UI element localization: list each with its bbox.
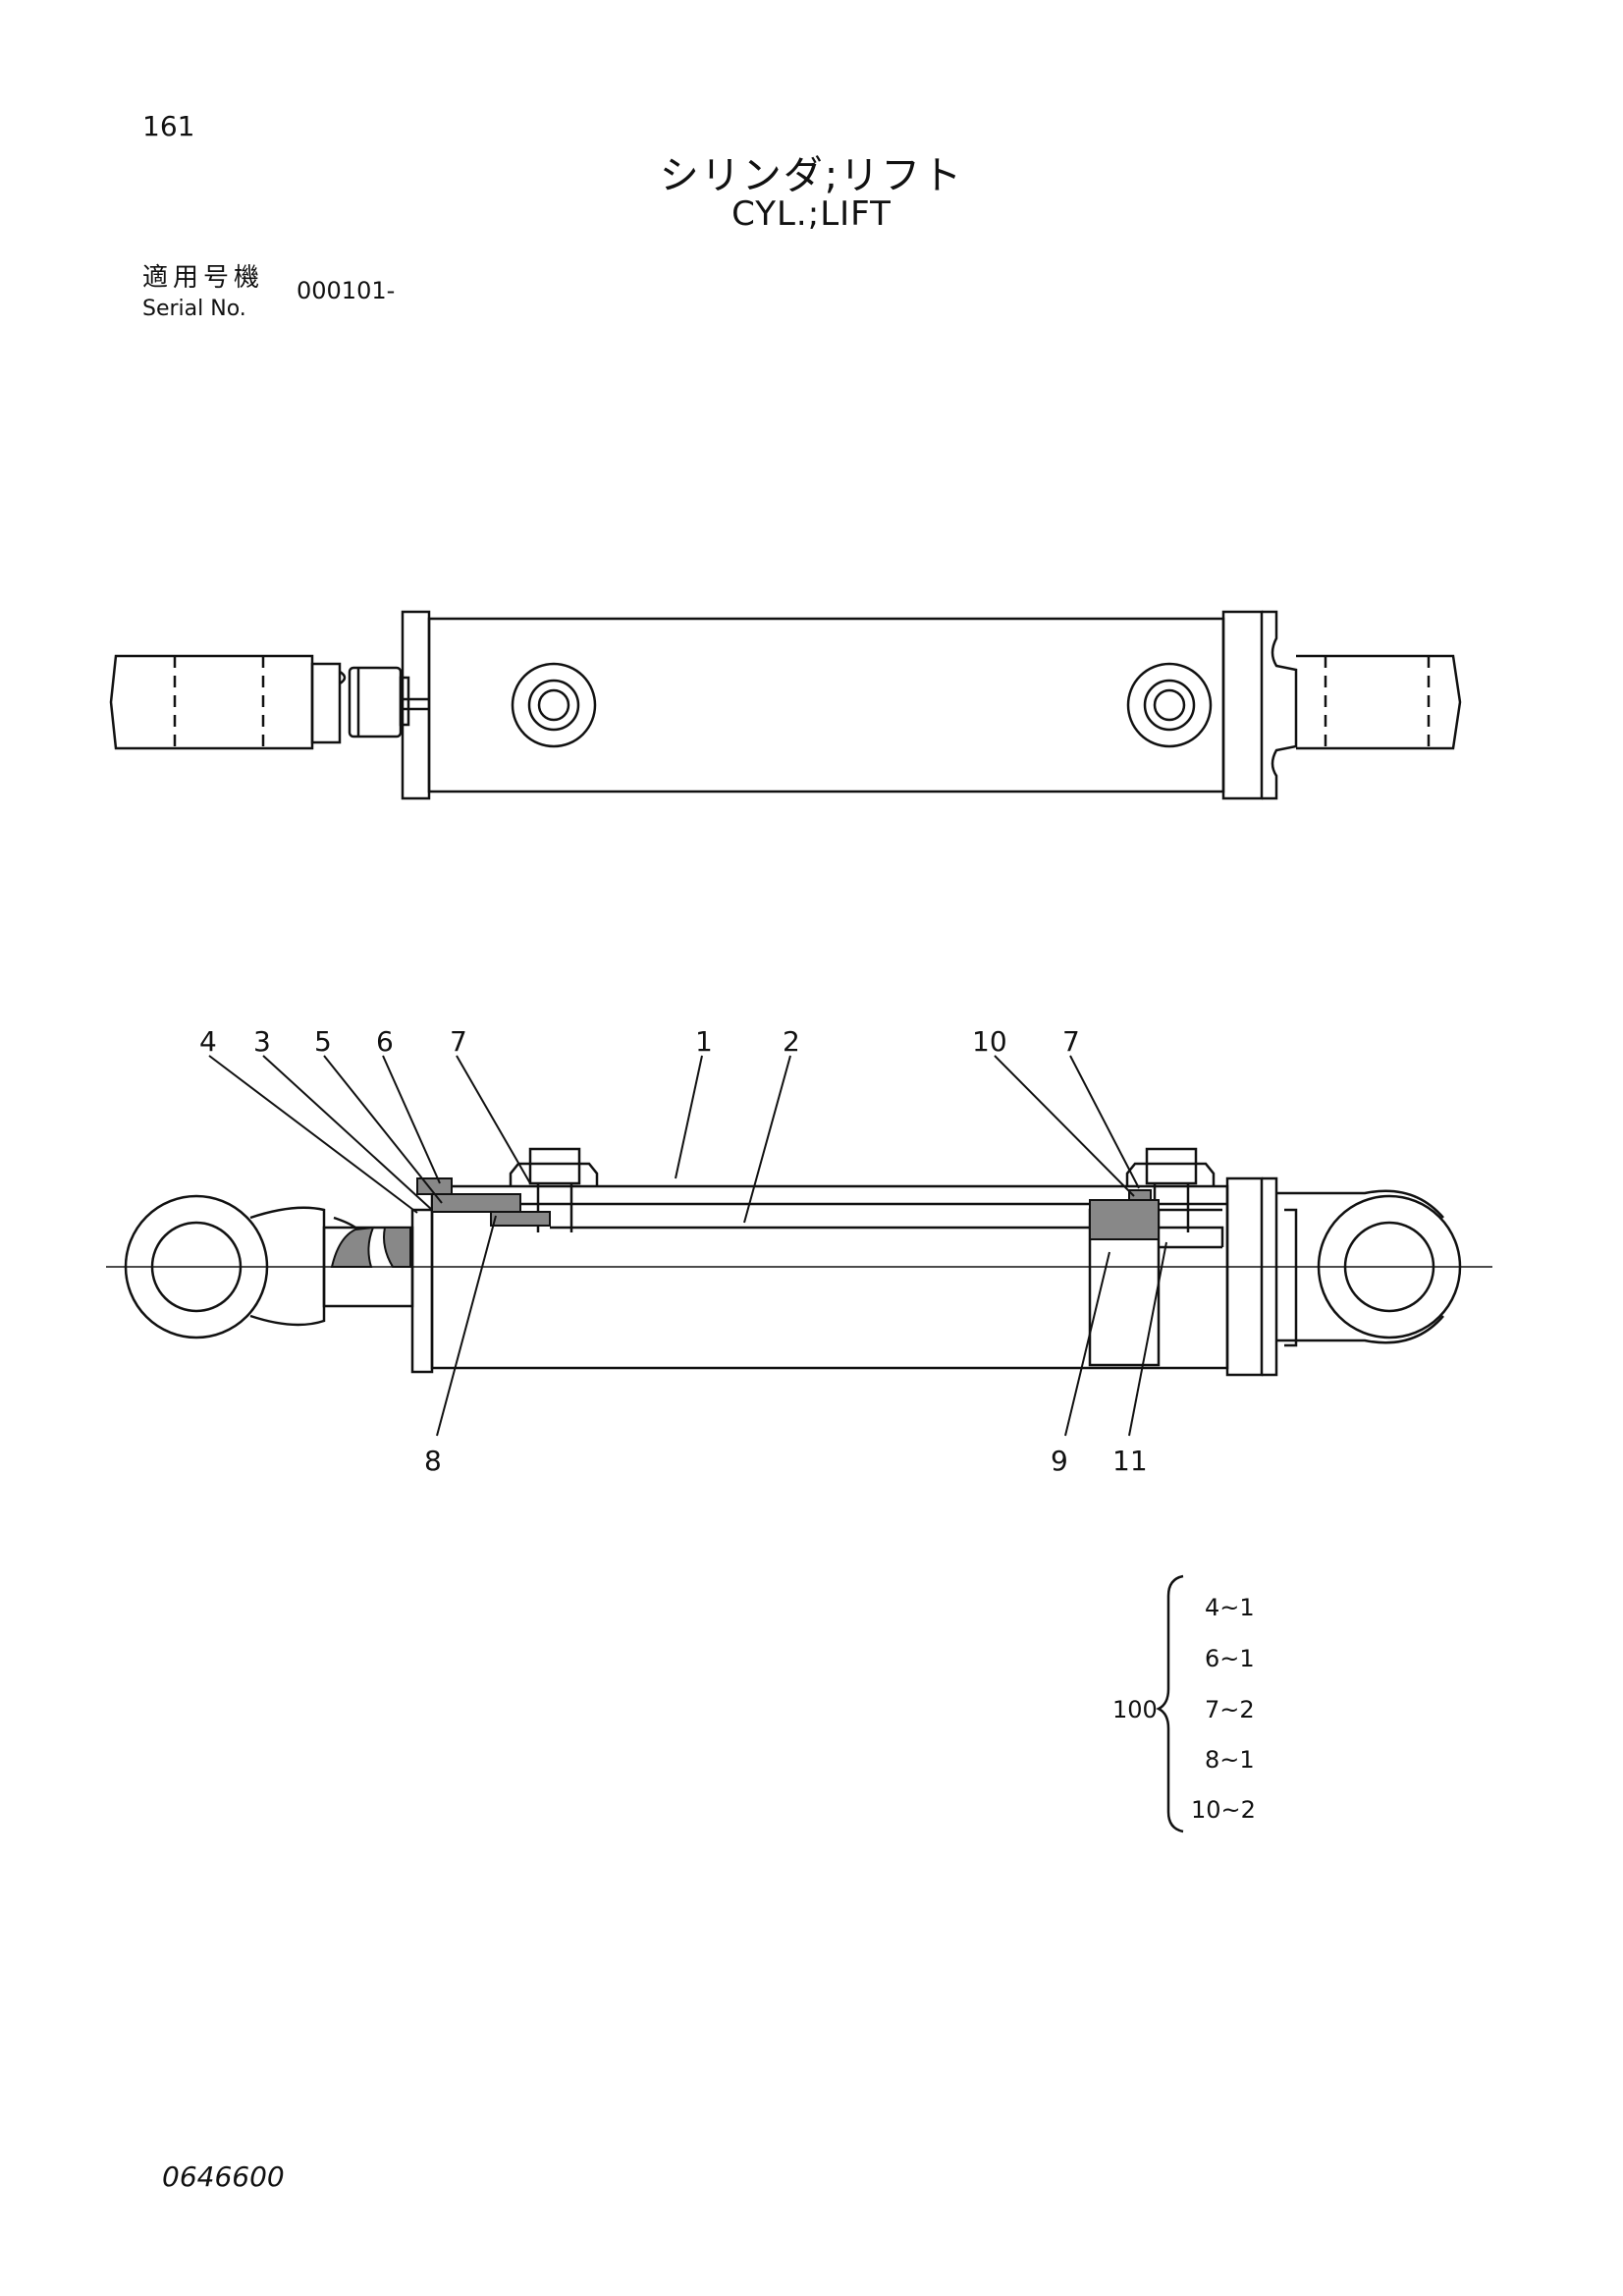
page-title-japanese: シリンダ;リフト (659, 153, 964, 198)
callout-7-left: 7 (450, 1025, 467, 1058)
serial-label-japanese: 適用号機 (142, 263, 265, 293)
kit-item: 8~1 (1205, 1746, 1255, 1774)
callout-9: 9 (1051, 1445, 1068, 1477)
kit-item: 6~1 (1205, 1645, 1255, 1672)
callout-6: 6 (376, 1025, 394, 1058)
callout-8: 8 (424, 1445, 442, 1477)
kit-item: 7~2 (1205, 1696, 1255, 1723)
kit-item: 4~1 (1205, 1594, 1255, 1621)
exterior-view (109, 610, 1462, 800)
callout-5: 5 (314, 1025, 332, 1058)
kit-item: 10~2 (1191, 1796, 1256, 1824)
drawing-number: 0646600 (162, 2160, 285, 2193)
callout-2: 2 (783, 1025, 800, 1058)
kit-number: 100 (1112, 1696, 1158, 1723)
page-number: 161 (142, 110, 195, 142)
callout-10: 10 (972, 1025, 1007, 1058)
callout-11: 11 (1112, 1445, 1148, 1477)
callout-3: 3 (253, 1025, 271, 1058)
seal-kit-group: 100 4~1 6~1 7~2 8~1 10~2 (1112, 1574, 1256, 1833)
callout-4: 4 (199, 1025, 217, 1058)
serial-number-range: 000101- (297, 277, 396, 304)
page-title-english: CYL.;LIFT (731, 194, 892, 234)
callout-7-right: 7 (1062, 1025, 1080, 1058)
kit-brace (1156, 1574, 1184, 1833)
serial-label-english: Serial No. (142, 297, 246, 321)
sectional-view (106, 1147, 1492, 1377)
callout-1: 1 (695, 1025, 713, 1058)
leader-lines (208, 1055, 1167, 1437)
